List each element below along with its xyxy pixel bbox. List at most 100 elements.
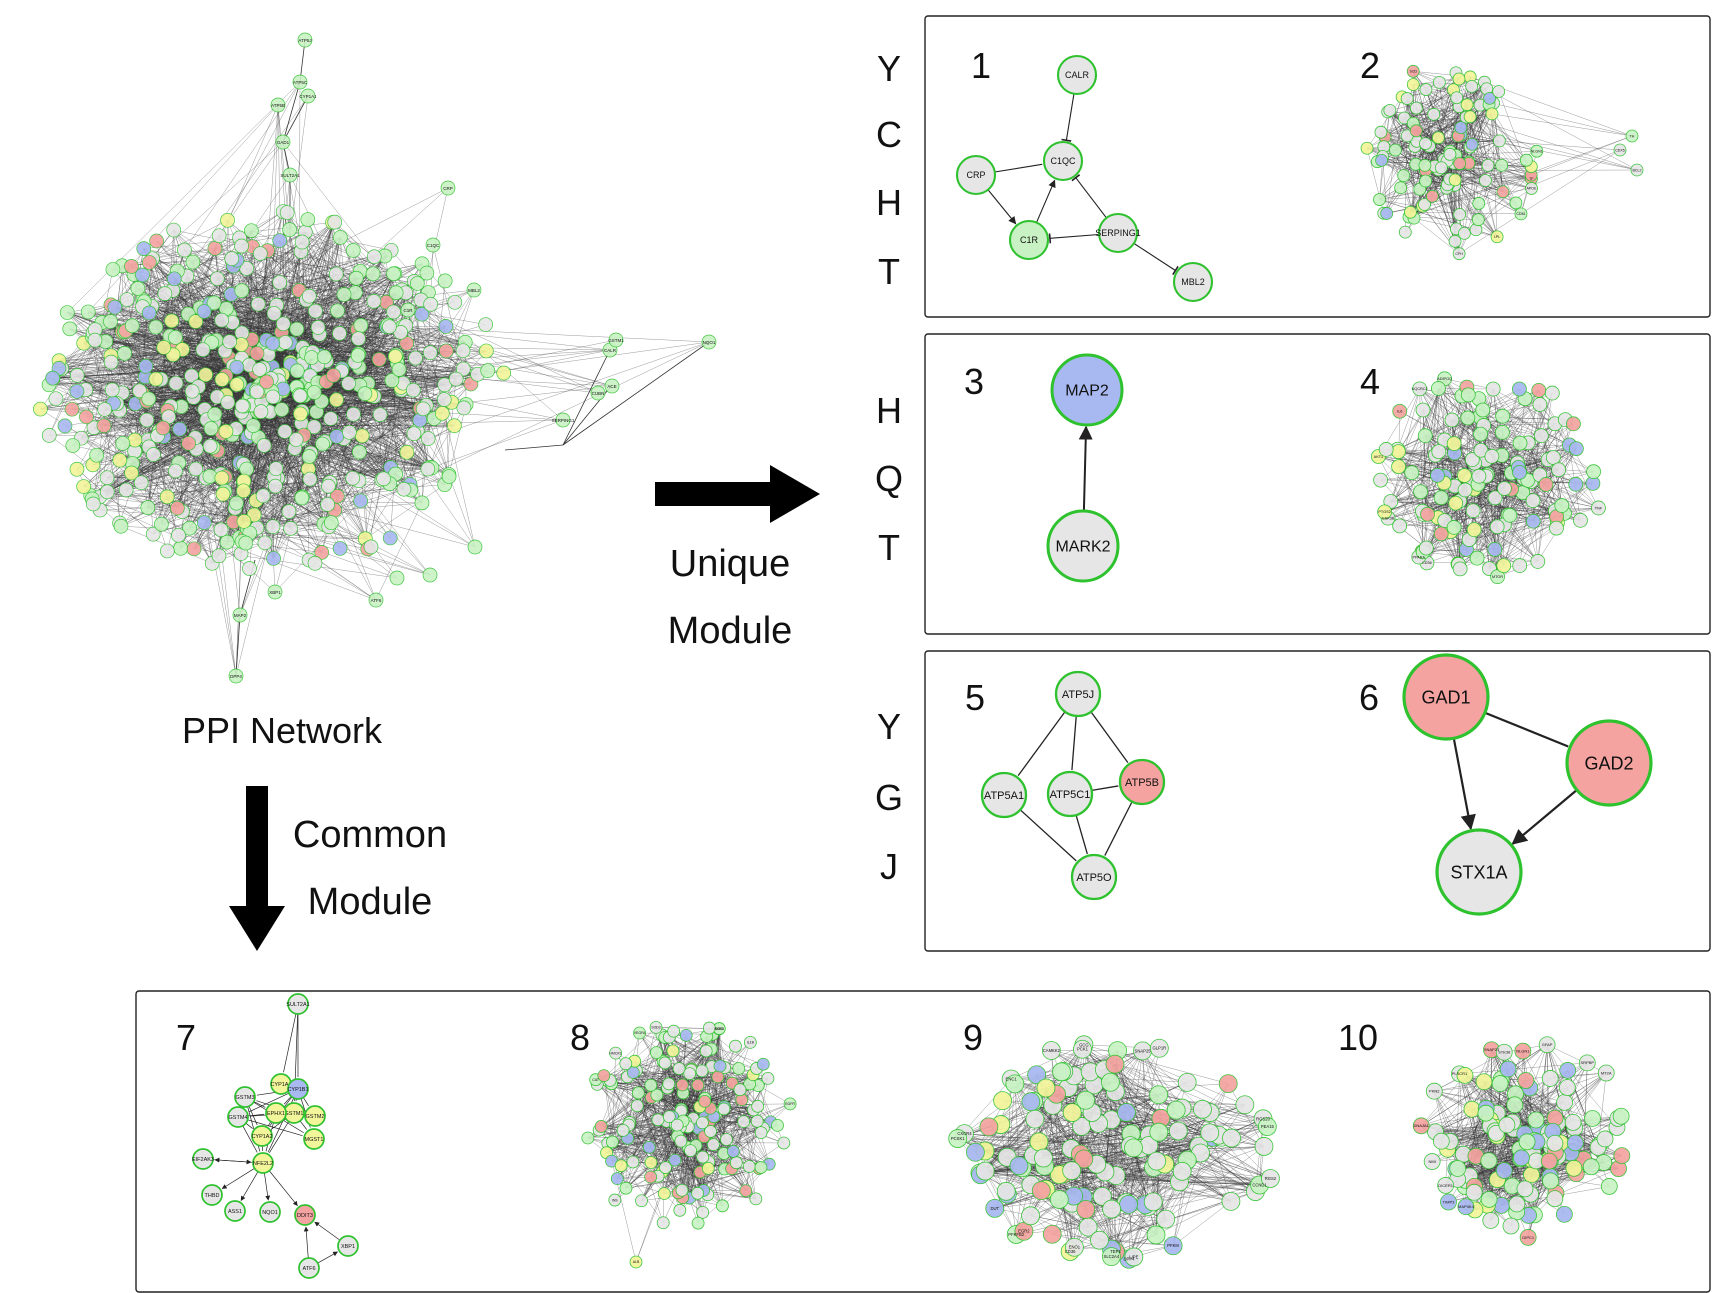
node-gstm3: GSTM3 — [234, 1086, 256, 1108]
module-number-9: 9 — [963, 1017, 983, 1058]
unique-module-label-line1: Unique — [670, 543, 790, 585]
edge-NFE2L2-NQO1 — [264, 1172, 271, 1201]
svg-text:C1QC: C1QC — [1050, 156, 1076, 166]
edge-GSTM4-NFE2L2 — [242, 1125, 258, 1153]
node-gstm2: GSTM2 — [304, 1105, 326, 1127]
edge-ATP5B-ATP5O — [1104, 801, 1133, 856]
edge-GAD1-STX1A — [1452, 738, 1476, 831]
svg-text:ATP5C: ATP5C — [293, 80, 308, 85]
node-c1qc: C1QC — [1042, 140, 1084, 182]
panel-hqt — [924, 333, 1711, 635]
panel-ycht — [924, 15, 1711, 318]
svg-text:MBL2: MBL2 — [468, 288, 480, 293]
group-letter: T — [878, 527, 900, 568]
svg-text:PPARA: PPARA — [1412, 555, 1425, 559]
edge-ATP5J-ATP5A1 — [1017, 711, 1066, 777]
svg-text:CYP1A2: CYP1A2 — [251, 1134, 272, 1140]
node-eif2ak3: EIF2AK3 — [192, 1148, 214, 1170]
node-gstm1: GSTM1 — [283, 1102, 305, 1124]
svg-text:STX1A: STX1A — [1450, 862, 1507, 882]
svg-text:GAD1: GAD1 — [1421, 687, 1470, 707]
node-gad1: GAD1 — [1402, 653, 1490, 741]
svg-text:MBL2: MBL2 — [1181, 277, 1205, 287]
node-nfe2l2: NFE2L2 — [252, 1152, 274, 1174]
svg-text:MTOR: MTOR — [1492, 575, 1503, 579]
svg-text:GAD1: GAD1 — [277, 140, 290, 145]
svg-text:GAD2: GAD2 — [1584, 753, 1633, 773]
svg-text:MAP2: MAP2 — [234, 613, 247, 618]
svg-text:XBP1: XBP1 — [341, 1244, 355, 1250]
node-cyp1b1: CYP1B1 — [287, 1078, 309, 1100]
svg-text:GSTM2: GSTM2 — [306, 1114, 325, 1120]
svg-text:SULT2A1: SULT2A1 — [286, 1002, 309, 1008]
svg-text:PTGS2: PTGS2 — [1378, 510, 1390, 514]
group-letter: C — [876, 114, 902, 155]
node-mgst1: MGST1 — [303, 1128, 325, 1150]
svg-text:UQCRC2: UQCRC2 — [1412, 387, 1428, 391]
panel-ygj — [924, 650, 1711, 952]
edge-ATF6-DDIT3 — [303, 1226, 309, 1259]
svg-text:MARK2: MARK2 — [1055, 539, 1110, 556]
edge-CRP-C1QC — [994, 163, 1043, 173]
node-gstm4: GSTM4 — [227, 1106, 249, 1128]
svg-text:ATP5J: ATP5J — [1062, 689, 1094, 701]
ppi-network: ATP5JATP5CATP5BCYP1A1GAD1SULT2A1CRPC1QCC… — [33, 32, 717, 684]
group-letter: G — [875, 777, 903, 818]
svg-text:ATP5C1: ATP5C1 — [1050, 789, 1091, 801]
edge-ATP5J-ATP5B — [1090, 711, 1129, 763]
svg-text:GSK3B: GSK3B — [1382, 516, 1395, 520]
group-letter: Y — [877, 48, 901, 89]
edge-CYP1B1-GSTM2 — [303, 1097, 309, 1107]
edge-GSTM3-EPHX1 — [253, 1101, 266, 1108]
module-4-graph: UQCRC2CD36PPARAADIPOQTNFIL6AKT1PTGS2GSK3… — [1371, 371, 1606, 585]
edge-ATP5J-ATP5C1 — [1071, 715, 1077, 771]
svg-text:CRP: CRP — [966, 170, 985, 180]
node-gad2: GAD2 — [1565, 719, 1653, 807]
node-atp5b: ATP5B — [1118, 758, 1166, 806]
edge-SERPING1-MBL2 — [1133, 242, 1179, 276]
node-atp5j: ATP5J — [1054, 670, 1102, 718]
svg-text:C1R: C1R — [403, 308, 413, 313]
edge-NFE2L2-THBD — [221, 1168, 255, 1189]
group-letter: T — [878, 251, 900, 292]
node-ephx1: EPHX1 — [265, 1102, 287, 1124]
edge-SERPING1-C1QC — [1071, 174, 1107, 219]
edge-SERPING1-C1R — [1048, 233, 1100, 244]
edge-ATP5A1-ATP5O — [1019, 809, 1077, 862]
svg-text:NQO1: NQO1 — [262, 1210, 278, 1216]
edge-CYP1B1-EPHX1 — [283, 1096, 292, 1105]
svg-text:ACE: ACE — [607, 384, 616, 389]
edge-NFE2L2-DDIT3 — [269, 1170, 298, 1207]
group-letter: Y — [877, 706, 901, 747]
svg-text:CRP: CRP — [443, 186, 453, 191]
svg-text:ADIPOQ: ADIPOQ — [1437, 377, 1452, 381]
edge-CRP-C1R — [987, 189, 1017, 225]
module-number-1: 1 — [971, 45, 991, 86]
node-c1r: C1R — [1008, 219, 1050, 261]
node-ddit3: DDIT3 — [294, 1204, 316, 1226]
svg-text:DDIT3: DDIT3 — [297, 1213, 313, 1219]
edge-GSTM4-CYP1A2 — [245, 1122, 253, 1129]
svg-text:NFE2L2: NFE2L2 — [253, 1161, 273, 1167]
edge-EIF2AK3-NFE2L2 — [212, 1159, 252, 1165]
node-mbl2: MBL2 — [1172, 261, 1214, 303]
module-number-10: 10 — [1338, 1017, 1378, 1058]
module-10-graph: DNAJA1PKN2GIPC1SNAP23TIMP3GFAPMT2ASRPBPP… — [1412, 1036, 1631, 1246]
svg-text:CD36: CD36 — [1422, 561, 1432, 565]
svg-text:BCL2: BCL2 — [1633, 168, 1642, 172]
svg-text:APOE: APOE — [1527, 187, 1538, 191]
group-letter: H — [876, 390, 902, 431]
svg-text:SERPING1: SERPING1 — [1095, 228, 1141, 238]
svg-text:CALR: CALR — [604, 348, 617, 353]
svg-text:ATP5A1: ATP5A1 — [984, 790, 1024, 802]
edge-GSTM1-NFE2L2 — [269, 1121, 290, 1153]
node-sult2a1: SULT2A1 — [286, 993, 310, 1015]
module-number-4: 4 — [1360, 361, 1380, 402]
module-number-3: 3 — [964, 361, 984, 402]
module-number-6: 6 — [1359, 677, 1379, 718]
svg-text:CYP1A1: CYP1A1 — [299, 94, 317, 99]
module-number-5: 5 — [965, 677, 985, 718]
svg-text:IL6: IL6 — [1397, 410, 1402, 414]
